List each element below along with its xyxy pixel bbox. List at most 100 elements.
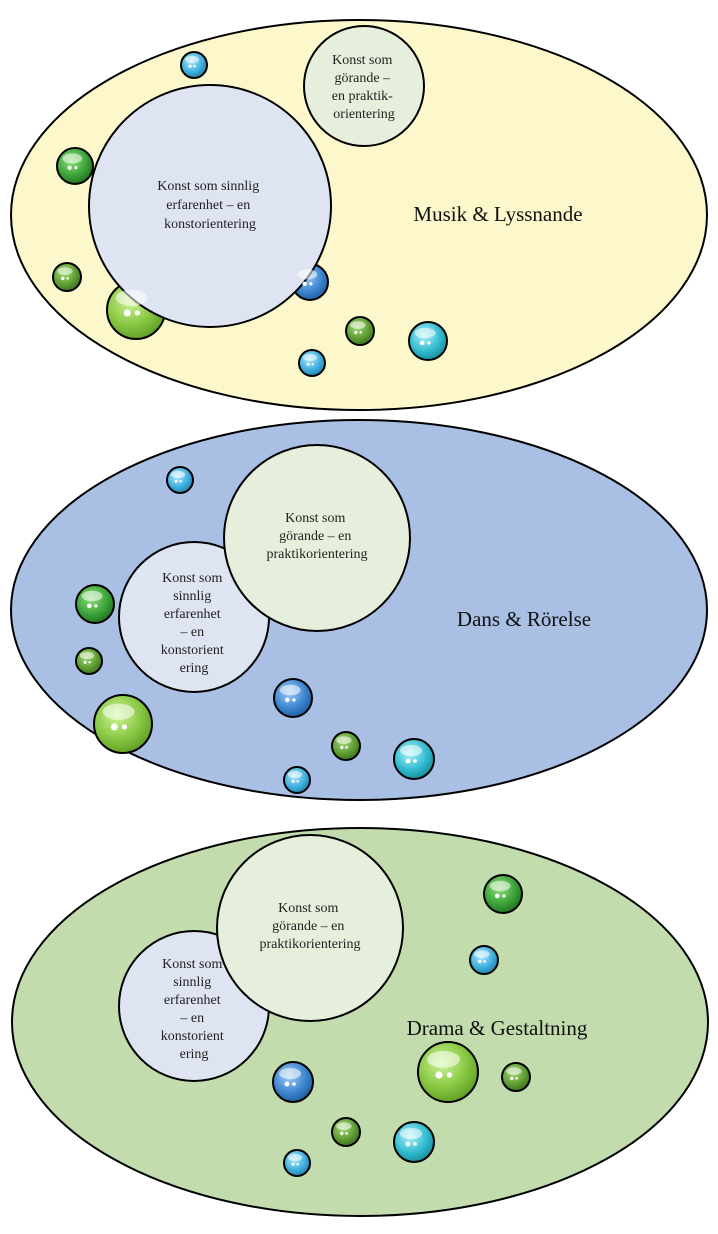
bubble-sparkle xyxy=(88,661,91,664)
panel-dans: Konst som sinnlig erfarenhet – en konsto… xyxy=(10,419,708,801)
bubble-highlight xyxy=(170,470,186,479)
bubble-highlight xyxy=(474,950,490,959)
text-line: ering xyxy=(180,661,209,676)
panel-title: Dans & Rörelse xyxy=(457,607,591,631)
bubble-highlight xyxy=(81,590,103,602)
bubble-sparkle xyxy=(284,1081,290,1087)
text-line: sinnlig xyxy=(173,589,211,604)
bubble xyxy=(166,466,194,494)
text-line: Konst som xyxy=(285,511,345,526)
text-line: Konst som xyxy=(332,53,392,68)
bubble-sparkle xyxy=(94,604,98,608)
bubble-highlight xyxy=(79,651,95,660)
sinnlig-text: Konst som sinnlig erfarenhet – en konsto… xyxy=(161,571,228,676)
bubble xyxy=(52,262,82,292)
bubble-highlight xyxy=(427,1051,460,1068)
panel-title: Drama & Gestaltning xyxy=(407,1016,588,1040)
bubble-sparkle xyxy=(446,1072,453,1078)
bubble xyxy=(501,1062,531,1092)
text-line: görande – en xyxy=(279,529,351,544)
text-line: ering xyxy=(180,1047,209,1062)
bubble-highlight xyxy=(57,267,73,276)
bubble-sparkle xyxy=(510,1076,514,1081)
bubble-sparkle xyxy=(285,697,290,703)
gorande-text: Konst som görande – en praktikorienterin… xyxy=(266,511,367,562)
text-line: en praktik- xyxy=(332,89,393,104)
text-line: – en xyxy=(179,625,204,640)
bubble xyxy=(408,321,448,361)
bubble-highlight xyxy=(336,736,352,745)
bubble-highlight xyxy=(506,1067,522,1076)
bubble-sparkle xyxy=(345,746,348,749)
text-line: erfarenhet – en xyxy=(166,198,250,213)
bubble xyxy=(331,1117,361,1147)
bubble-sparkle xyxy=(405,758,411,764)
sinnlig-text: Konst som sinnlig erfarenhet – en konsto… xyxy=(157,179,262,232)
gorande-text: Konst som görande – en praktikorienterin… xyxy=(259,901,360,952)
bubble-highlight xyxy=(489,880,511,892)
bubble xyxy=(283,766,311,794)
bubble-sparkle xyxy=(413,759,417,763)
bubble-sparkle xyxy=(478,959,482,964)
bubble-sparkle xyxy=(296,1163,299,1166)
bubble-sparkle xyxy=(420,340,425,346)
bubble-highlight xyxy=(115,289,148,306)
gorande-circle xyxy=(303,25,425,147)
text-line: Konst som xyxy=(162,571,222,586)
sinnlig-text: Konst som sinnlig erfarenhet – en konsto… xyxy=(161,957,228,1062)
text-line: praktikorientering xyxy=(259,937,360,952)
text-line: erfarenhet xyxy=(164,607,221,622)
bubble-sparkle xyxy=(354,330,358,335)
gorande-text: Konst som görande – en praktik- orienter… xyxy=(332,53,397,122)
bubble xyxy=(273,678,313,718)
bubble-sparkle xyxy=(87,603,92,609)
bubble-sparkle xyxy=(296,780,299,783)
text-line: görande – en xyxy=(272,919,344,934)
bubble-sparkle xyxy=(123,309,131,317)
bubble-highlight xyxy=(279,684,301,696)
text-line: konstorientering xyxy=(164,217,256,232)
bubble-sparkle xyxy=(302,281,307,286)
bubble-highlight xyxy=(414,327,436,339)
bubble-highlight xyxy=(184,55,200,64)
bubble-sparkle xyxy=(110,723,118,731)
bubble xyxy=(93,694,153,754)
bubble-sparkle xyxy=(340,1131,344,1136)
bubble-sparkle xyxy=(291,779,295,783)
bubble xyxy=(483,874,523,914)
sinnlig-circle xyxy=(88,84,332,328)
bubble-highlights xyxy=(57,55,522,1166)
bubble-sparkle xyxy=(515,1077,518,1080)
text-line: praktikorientering xyxy=(266,547,367,562)
bubble xyxy=(180,51,208,79)
bubble-sparkle xyxy=(188,64,192,68)
bubble-highlight xyxy=(287,1153,303,1162)
text-line: Konst som sinnlig xyxy=(157,179,259,194)
bubble-sparkle xyxy=(340,745,344,750)
bubble-sparkle xyxy=(292,1082,296,1086)
bubble-sparkle xyxy=(345,1132,348,1135)
bubble-sparkle xyxy=(179,480,182,483)
bubble xyxy=(393,1121,435,1163)
bubble xyxy=(345,316,375,346)
bubble-highlight xyxy=(102,703,135,720)
bubble-sparkle xyxy=(67,165,72,170)
bubble-highlight xyxy=(336,1122,352,1131)
bubble-sparkle xyxy=(74,166,78,170)
bubble-highlight xyxy=(302,353,318,362)
gorande-circle xyxy=(216,834,404,1022)
bubble xyxy=(469,945,499,975)
bubble-sparkle xyxy=(405,1141,411,1147)
bubble-sparkle xyxy=(427,341,431,345)
text-line: sinnlig xyxy=(173,975,211,990)
bubble-sparkle xyxy=(193,65,196,68)
bubble-sparkle xyxy=(134,310,141,316)
panel-title: Musik & Lyssnande xyxy=(413,202,582,226)
bubble-highlight xyxy=(400,745,422,757)
text-line: Konst som xyxy=(278,901,338,916)
bubble-sparkle xyxy=(311,363,314,366)
bubble xyxy=(298,349,326,377)
panel-drama: Konst som sinnlig erfarenhet – en konsto… xyxy=(11,827,709,1217)
